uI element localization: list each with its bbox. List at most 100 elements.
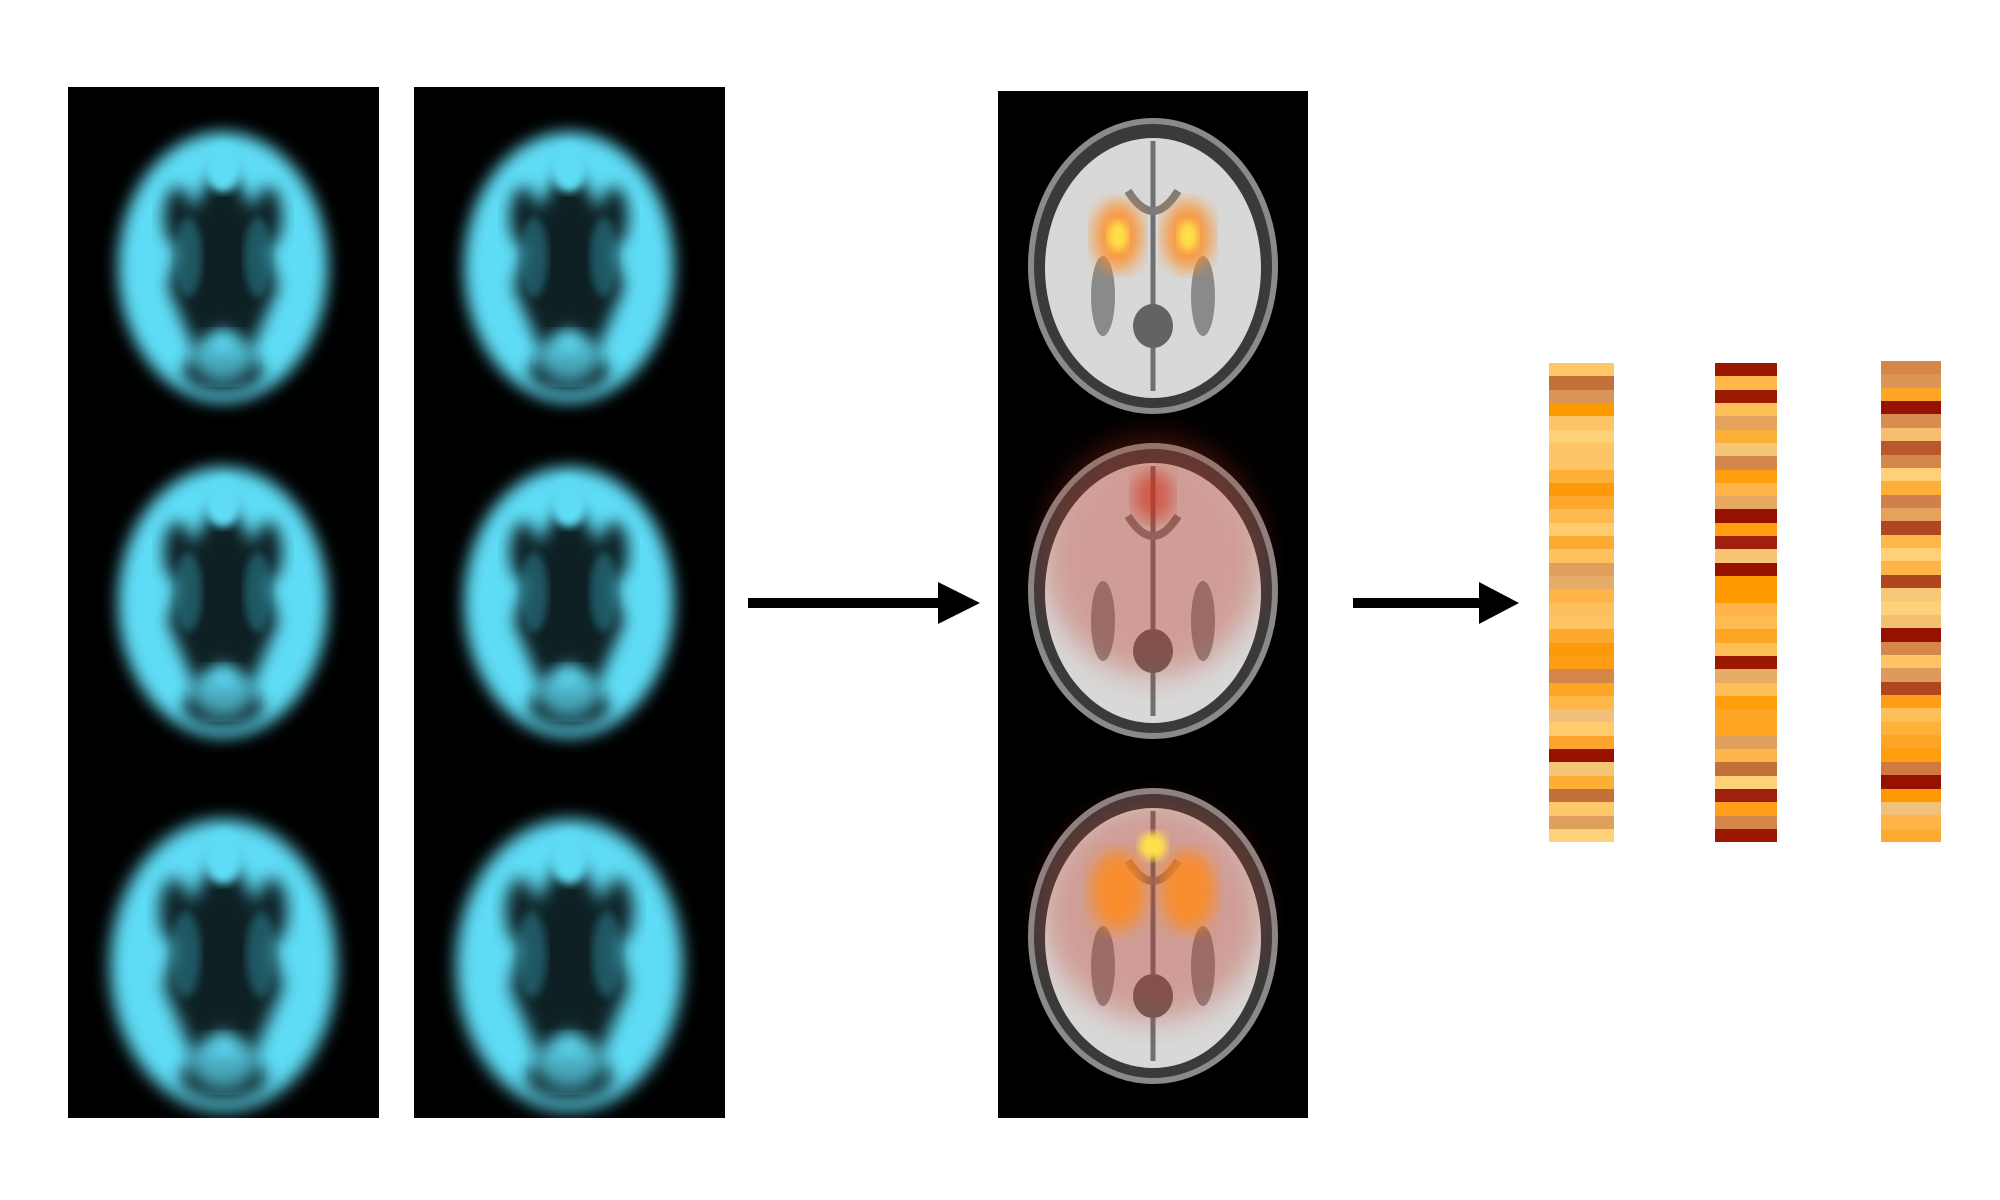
feature-stripe xyxy=(1549,536,1614,550)
feature-stripe xyxy=(1715,669,1777,683)
feature-stripe xyxy=(1881,708,1941,722)
feature-stripe xyxy=(1881,401,1941,415)
feature-stripe xyxy=(1715,602,1777,616)
feature-stripe xyxy=(1549,469,1614,483)
feature-stripe xyxy=(1881,441,1941,455)
feature-stripe xyxy=(1715,828,1777,843)
feature-stripe xyxy=(1549,562,1614,576)
feature-stripe xyxy=(1715,629,1777,643)
feature-stripe xyxy=(1881,614,1941,629)
feature-stripe xyxy=(1881,507,1941,522)
feature-stripe xyxy=(1881,775,1941,789)
feature-stripe xyxy=(1715,456,1777,470)
feature-stripe xyxy=(1549,482,1614,497)
feature-stripe xyxy=(1715,722,1777,736)
feature-stripe xyxy=(1881,427,1941,442)
feature-stripe xyxy=(1549,496,1614,510)
feature-stripe xyxy=(1881,654,1941,669)
feature-stripe xyxy=(1549,456,1614,470)
pet-brain-slices-icon xyxy=(414,87,725,1118)
feature-stripe xyxy=(1549,629,1614,643)
feature-stripe xyxy=(1881,574,1941,589)
feature-stripe xyxy=(1715,442,1777,457)
feature-stripe xyxy=(1715,615,1777,630)
feature-stripe xyxy=(1549,389,1614,403)
feature-stripe xyxy=(1881,481,1941,495)
feature-stripe xyxy=(1549,735,1614,750)
feature-stripe xyxy=(1549,376,1614,390)
feature-stripe xyxy=(1881,694,1941,709)
feature-stripe xyxy=(1715,655,1777,670)
feature-stripe xyxy=(1881,601,1941,615)
feature-stripe xyxy=(1715,589,1777,603)
feature-vector-bar-3 xyxy=(1881,361,1941,842)
feature-stripe xyxy=(1715,562,1777,576)
feature-stripe xyxy=(1881,801,1941,816)
feature-stripe xyxy=(1881,361,1941,375)
feature-stripe xyxy=(1715,815,1777,829)
feature-stripe xyxy=(1881,748,1941,762)
feature-stripe xyxy=(1549,576,1614,590)
feature-stripe xyxy=(1881,668,1941,682)
pet-scan-column-2 xyxy=(414,87,725,1118)
feature-stripe xyxy=(1715,802,1777,816)
feature-stripe xyxy=(1549,802,1614,816)
feature-stripe xyxy=(1549,775,1614,789)
feature-stripe xyxy=(1881,761,1941,776)
feature-stripe xyxy=(1881,548,1941,562)
feature-stripe xyxy=(1549,363,1614,377)
feature-stripe xyxy=(1549,615,1614,630)
feature-stripe xyxy=(1549,709,1614,723)
feature-stripe xyxy=(1549,655,1614,670)
feature-stripe xyxy=(1549,402,1614,417)
feature-stripe xyxy=(1881,467,1941,482)
feature-vector-bar-1 xyxy=(1549,363,1614,843)
feature-stripe xyxy=(1549,589,1614,603)
mri-brain-activation-slices-icon xyxy=(998,91,1308,1118)
feature-stripe xyxy=(1715,509,1777,523)
feature-vector-bar-2 xyxy=(1715,363,1777,843)
feature-stripe xyxy=(1881,521,1941,535)
feature-stripe xyxy=(1715,496,1777,510)
feature-stripe xyxy=(1881,387,1941,402)
pet-scan-column-1 xyxy=(68,87,379,1118)
feature-stripe xyxy=(1715,762,1777,776)
feature-stripe xyxy=(1715,429,1777,443)
feature-stripe xyxy=(1549,789,1614,803)
feature-stripe xyxy=(1715,576,1777,590)
feature-stripe xyxy=(1549,682,1614,696)
feature-stripe xyxy=(1715,402,1777,417)
feature-stripe xyxy=(1881,588,1941,602)
feature-stripe xyxy=(1715,709,1777,723)
feature-stripe xyxy=(1881,681,1941,695)
feature-stripe xyxy=(1881,374,1941,388)
feature-stripe xyxy=(1881,828,1941,842)
pet-brain-slices-icon xyxy=(68,87,379,1118)
feature-stripe xyxy=(1715,735,1777,750)
feature-stripe xyxy=(1881,454,1941,468)
feature-stripe xyxy=(1715,469,1777,483)
feature-stripe xyxy=(1715,682,1777,696)
feature-stripe xyxy=(1881,788,1941,802)
feature-stripe xyxy=(1549,429,1614,443)
feature-stripe xyxy=(1549,828,1614,843)
feature-stripe xyxy=(1881,414,1941,428)
feature-stripe xyxy=(1715,775,1777,789)
feature-stripe xyxy=(1715,749,1777,763)
feature-stripe xyxy=(1881,628,1941,642)
feature-stripe xyxy=(1549,602,1614,616)
feature-stripe xyxy=(1715,522,1777,537)
feature-stripe xyxy=(1549,762,1614,776)
feature-stripe xyxy=(1715,482,1777,497)
feature-stripe xyxy=(1881,815,1941,829)
feature-stripe xyxy=(1715,536,1777,550)
feature-stripe xyxy=(1715,363,1777,377)
feature-stripe xyxy=(1549,722,1614,736)
feature-stripe xyxy=(1715,789,1777,803)
feature-stripe xyxy=(1549,815,1614,829)
feature-stripe xyxy=(1715,376,1777,390)
feature-stripe xyxy=(1881,494,1941,508)
feature-stripe xyxy=(1881,561,1941,575)
arrow-right-icon xyxy=(1353,582,1519,624)
feature-stripe xyxy=(1881,534,1941,549)
